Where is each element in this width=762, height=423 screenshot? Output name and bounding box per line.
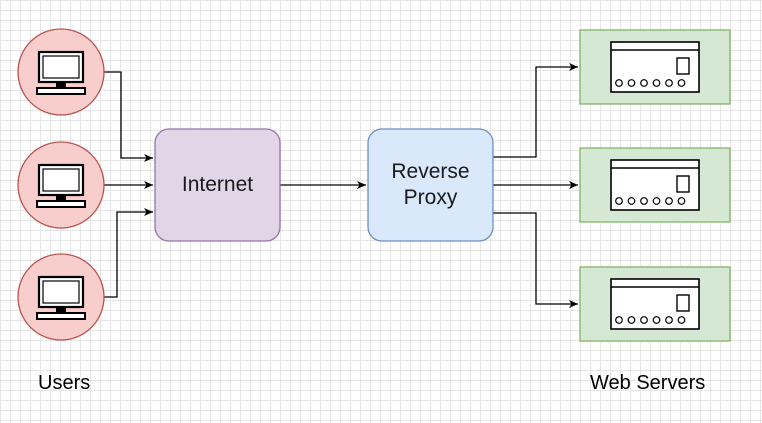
users-group — [17, 28, 105, 341]
web-server-node — [579, 29, 731, 105]
internet-label: Internet — [181, 172, 254, 196]
server-rack-icon — [610, 278, 700, 330]
edge-proxy-server-1 — [493, 63, 578, 158]
desktop-computer-icon — [36, 275, 86, 320]
desktop-computer-icon — [36, 163, 86, 208]
desktop-computer-icon — [36, 50, 86, 95]
user-node — [17, 253, 105, 341]
user-node — [17, 141, 105, 229]
user-node — [17, 28, 105, 116]
server-rack-icon — [610, 159, 700, 211]
internet-node — [154, 128, 281, 242]
web-servers-label: Web Servers — [590, 372, 706, 394]
users-label: Users — [38, 372, 91, 394]
reverse-proxy-label: Reverse Proxy — [391, 159, 470, 209]
edge-user-1-internet — [103, 71, 153, 162]
edge-user-3-internet — [103, 208, 153, 298]
web-server-node — [579, 147, 731, 223]
reverse-proxy-node — [367, 128, 494, 242]
servers-group — [579, 29, 731, 342]
edges — [103, 63, 578, 308]
server-rack-icon — [610, 41, 700, 93]
edge-proxy-server-3 — [493, 212, 578, 308]
web-server-node — [579, 266, 731, 342]
